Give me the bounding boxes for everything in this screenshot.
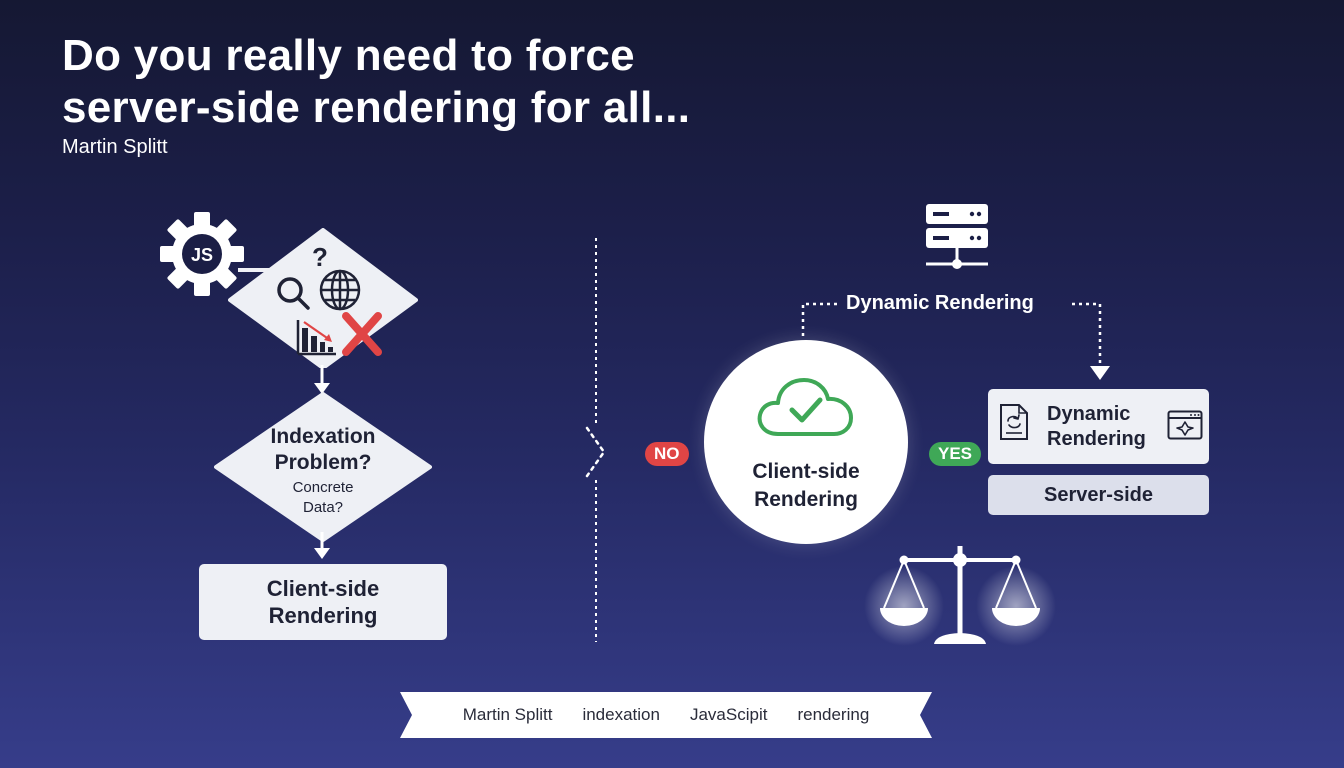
dyn-line-2: Rendering [1047, 428, 1146, 450]
yes-badge: YES [929, 442, 982, 466]
globe-icon [319, 269, 361, 311]
tags-list: Martin Splitt indexation JavaScipit rend… [400, 692, 932, 738]
question-mark-icon: ? [312, 242, 328, 272]
decision-text: Indexation Problem? Concrete Data? [214, 424, 432, 518]
cloud-check-icon [757, 378, 853, 436]
red-x-icon [342, 312, 382, 356]
circle-label-line-1: Client-side [752, 460, 860, 483]
js-label: JS [191, 245, 213, 265]
dynamic-rendering-label: Dynamic Rendering [846, 292, 1034, 314]
js-gear-icon: JS [160, 212, 244, 296]
gear-connector-line [238, 268, 278, 272]
circle-label: Client-side Rendering [704, 458, 908, 514]
author-name: Martin Splitt [62, 136, 168, 158]
dynamic-rendering-dotted-path [801, 302, 1110, 380]
browser-window-icon [1167, 410, 1203, 440]
flow-arrow-down [314, 365, 330, 394]
document-refresh-icon [1000, 404, 1028, 440]
client-side-rendering-box: Client-side Rendering [199, 564, 447, 640]
dyn-line-1: Dynamic [1047, 403, 1131, 425]
search-icon [277, 277, 310, 310]
decision-question-line-1: Indexation [270, 425, 376, 448]
circle-label-line-2: Rendering [754, 488, 858, 511]
server-icon [926, 204, 988, 269]
client-side-rendering-circle [704, 340, 908, 544]
title-line-1: Do you really need to force [62, 31, 635, 80]
tag[interactable]: indexation [582, 705, 660, 724]
balance-scale-icon [864, 546, 1056, 646]
tags-ribbon [400, 692, 932, 738]
flow-arrow-down [314, 532, 330, 559]
no-badge: NO [645, 442, 689, 466]
dotted-divider [585, 238, 606, 642]
csr-line-1: Client-side [266, 576, 380, 601]
decision-sub-line-1: Concrete [292, 479, 354, 496]
csr-line-2: Rendering [268, 603, 378, 628]
tag[interactable]: Martin Splitt [462, 705, 553, 724]
decision-question-line-2: Problem? [274, 451, 372, 474]
decision-sub-line-2: Data? [302, 499, 344, 516]
tag[interactable]: JavaScipit [689, 705, 768, 724]
page-title: Do you really need to force server-side … [62, 30, 690, 134]
dynamic-rendering-box [988, 389, 1209, 464]
tag[interactable]: rendering [797, 705, 870, 724]
declining-chart-icon [296, 320, 336, 356]
title-line-2: server-side rendering for all... [62, 83, 691, 132]
problem-diamond: ? [228, 228, 418, 368]
dynamic-rendering-box-label: Dynamic Rendering [1047, 402, 1146, 452]
server-side-box: Server-side [988, 475, 1209, 515]
